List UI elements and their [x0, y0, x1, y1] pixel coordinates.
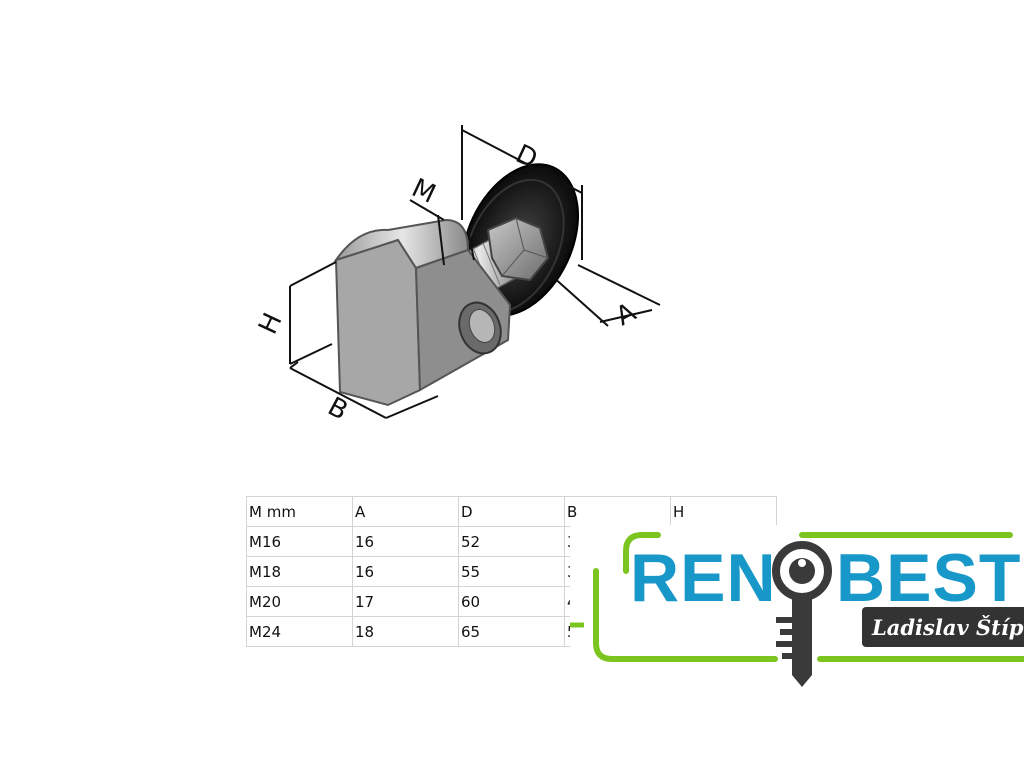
column-header: M mm [246, 496, 353, 527]
table-cell: M24 [246, 616, 353, 647]
owner-badge [862, 607, 1024, 647]
table-cell: 18 [352, 616, 459, 647]
table-cell: 65 [458, 616, 565, 647]
brand-text-best: BEST [836, 540, 1021, 616]
logo-green-frame [593, 532, 1024, 662]
table-cell: 55 [458, 556, 565, 587]
brand-text-ren: REN [630, 540, 777, 616]
owner-name: Ladislav Štíp [871, 615, 1024, 640]
hex-nut-shape [486, 216, 550, 282]
table-cell: 60 [458, 586, 565, 617]
table-cell: M20 [246, 586, 353, 617]
table-cell: 16 [352, 556, 459, 587]
table-cell: 52 [458, 526, 565, 557]
table-cell: M16 [246, 526, 353, 557]
hinge-technical-drawing: D M A H B [248, 100, 698, 470]
column-header: B [564, 496, 671, 527]
table-header-row: M mm A D B H [246, 496, 777, 527]
column-header: D [458, 496, 565, 527]
table-cell: M18 [246, 556, 353, 587]
table-cell: 16 [352, 526, 459, 557]
key-icon [772, 541, 832, 687]
dimension-lines [289, 125, 661, 419]
hinge-body-shape [333, 218, 512, 407]
column-header: A [352, 496, 459, 527]
table-cell: 17 [352, 586, 459, 617]
renobest-logo: REN BEST Ladislav Štíp [570, 525, 1024, 725]
column-header: H [670, 496, 777, 527]
